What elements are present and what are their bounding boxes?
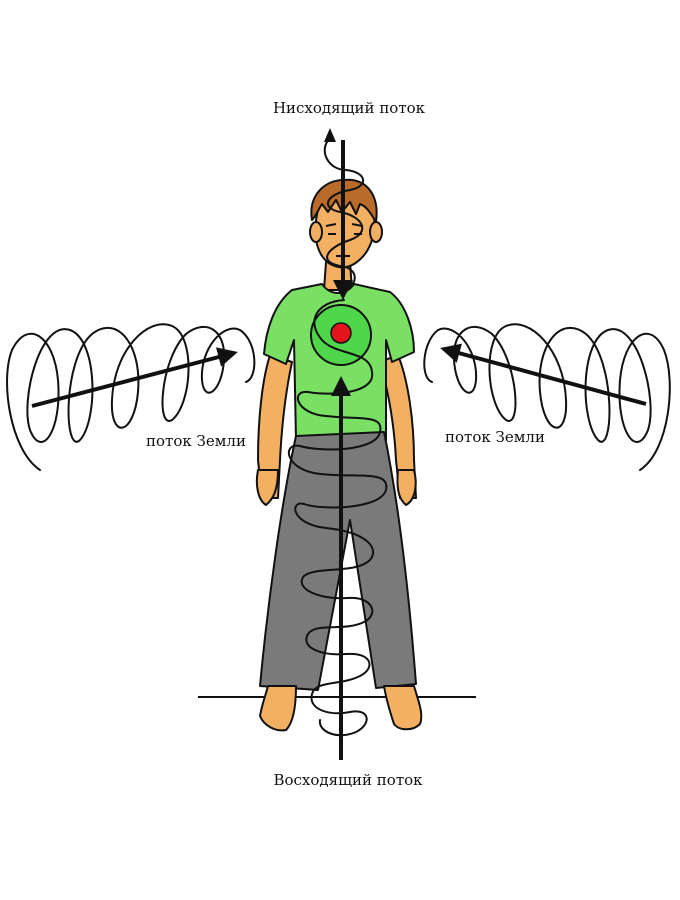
label-earth-flow-left: поток Земли bbox=[146, 432, 246, 450]
pants bbox=[259, 431, 417, 691]
right-hand bbox=[396, 469, 417, 506]
label-ascending-flow: Восходящий поток bbox=[273, 771, 423, 789]
right-earth-arrow bbox=[440, 343, 647, 406]
head-coil bbox=[323, 137, 364, 291]
left-earth-arrow bbox=[31, 347, 238, 408]
heart-dot bbox=[330, 322, 352, 344]
label-earth-flow-right: поток Земли bbox=[445, 428, 545, 446]
right-foot bbox=[383, 685, 423, 731]
left-foot bbox=[259, 685, 297, 732]
top-small-arrowhead bbox=[324, 128, 336, 142]
eyebrow-left bbox=[325, 223, 337, 227]
flow-arrows bbox=[31, 140, 647, 760]
ear-right bbox=[369, 221, 383, 243]
right-earth-coil bbox=[423, 323, 671, 471]
left-hand bbox=[255, 469, 279, 506]
body-coil bbox=[287, 299, 388, 737]
eyebrow-right bbox=[351, 223, 363, 227]
ear-left bbox=[309, 221, 323, 243]
label-descending-flow: Нисходящий поток bbox=[273, 99, 426, 117]
